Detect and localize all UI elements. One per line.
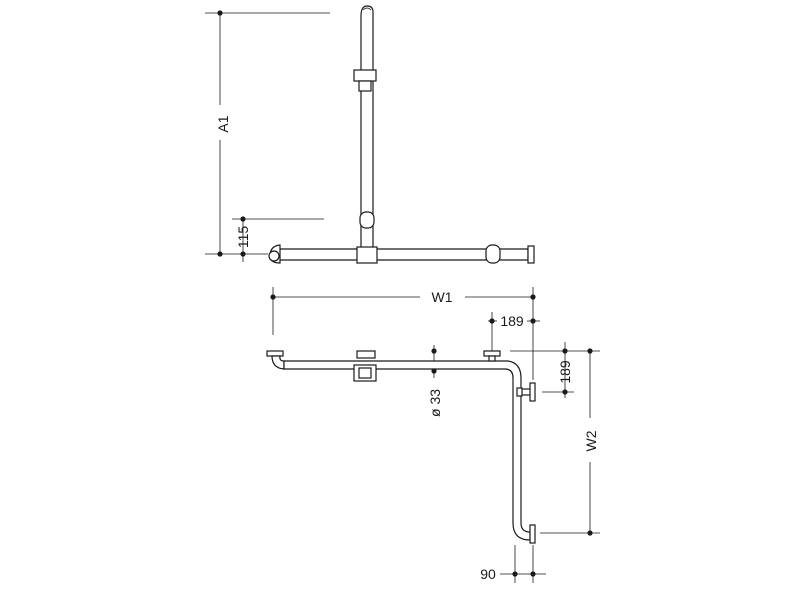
dim-90-label: 90 bbox=[480, 566, 496, 582]
dimension-90: 90 bbox=[480, 545, 546, 583]
elevation-view: A1 115 bbox=[205, 5, 535, 264]
w2-label: W2 bbox=[583, 430, 599, 451]
dim-189-top-label: 189 bbox=[500, 313, 524, 329]
dimension-w1: W1 bbox=[270, 287, 536, 380]
l-shaped-grab-bar bbox=[266, 350, 536, 544]
vertical-grab-bar bbox=[353, 5, 377, 251]
horizontal-grab-bar bbox=[268, 244, 535, 264]
dim-189-right-label: 189 bbox=[557, 360, 573, 384]
dimension-a1: A1 bbox=[205, 10, 330, 257]
dim-115-label: 115 bbox=[235, 226, 251, 249]
w1-label: W1 bbox=[432, 289, 453, 305]
plan-view: W1 189 189 W2 bbox=[266, 287, 600, 583]
dimension-w2: W2 bbox=[540, 348, 600, 536]
dia-33-label: ø 33 bbox=[427, 389, 443, 417]
dimension-115: 115 bbox=[205, 216, 324, 262]
dimension-189-right: 189 bbox=[510, 342, 600, 398]
a1-label: A1 bbox=[215, 115, 231, 132]
dimension-diameter-33: ø 33 bbox=[427, 345, 443, 417]
dimension-189-top: 189 bbox=[488, 312, 540, 352]
